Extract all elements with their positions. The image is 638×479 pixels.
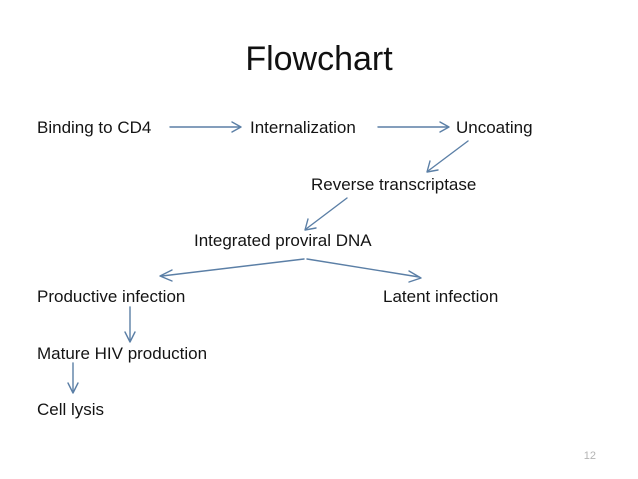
arrow-internalization-to-uncoating <box>377 121 450 133</box>
node-productive-infection: Productive infection <box>37 287 186 306</box>
node-latent-infection: Latent infection <box>383 287 499 306</box>
node-cell-lysis: Cell lysis <box>37 400 105 419</box>
node-reverse-transcriptase: Reverse transcriptase <box>311 175 477 194</box>
arrow-mature-hiv-to-cell-lysis <box>67 362 79 394</box>
arrow-integrated-dna-to-latent-infection <box>306 258 422 283</box>
arrow-binding-to-internalization <box>169 121 242 133</box>
arrow-uncoating-to-reverse-transcriptase <box>426 140 469 173</box>
arrow-reverse-transcriptase-to-integrated-dna <box>304 197 348 231</box>
arrow-integrated-dna-to-productive-infection <box>159 258 305 282</box>
node-internalization: Internalization <box>250 118 356 137</box>
page-number: 12 <box>583 450 596 462</box>
node-uncoating: Uncoating <box>456 118 533 137</box>
node-integrated-proviral-dna: Integrated proviral DNA <box>194 231 372 250</box>
arrow-productive-infection-to-mature-hiv <box>124 306 136 343</box>
page-title: Flowchart <box>245 40 393 78</box>
node-mature-hiv-production: Mature HIV production <box>37 344 208 363</box>
node-binding-to-cd4: Binding to CD4 <box>37 118 152 137</box>
